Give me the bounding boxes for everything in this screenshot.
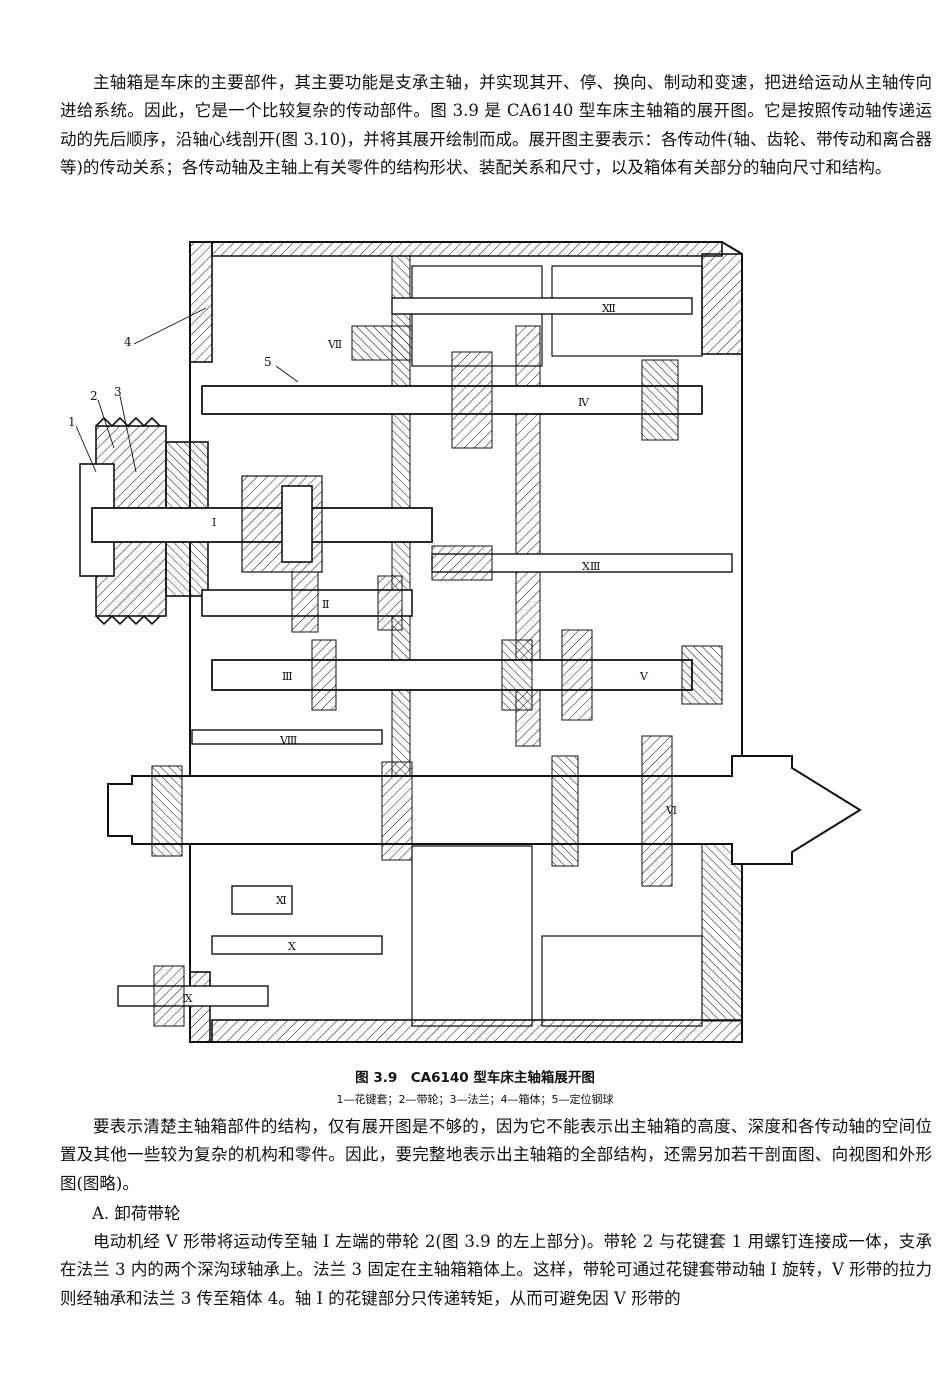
label-shaft-VIII: Ⅷ <box>279 734 297 747</box>
label-shaft-III: Ⅲ <box>282 670 293 683</box>
structure-paragraph: 要表示清楚主轴箱部件的结构，仅有展开图是不够的，因为它不能表示出主轴箱的高度、深… <box>60 1117 932 1193</box>
label-shaft-VI: Ⅵ <box>665 804 677 817</box>
label-part-3: 3 <box>114 385 122 399</box>
intro-paragraph: 主轴箱是车床的主要部件，其主要功能是支承主轴，并实现其开、停、换向、制动和变速，… <box>60 73 932 177</box>
label-part-4: 4 <box>124 335 132 349</box>
label-shaft-V: Ⅴ <box>639 670 649 683</box>
label-shaft-II: Ⅱ <box>322 598 329 611</box>
pulley-paragraph: 电动机经 V 形带将运动传至轴 Ⅰ 左端的带轮 2(图 3.9 的左上部分)。带… <box>60 1232 932 1308</box>
label-shaft-I: Ⅰ <box>212 516 216 529</box>
label-shaft-XI: Ⅺ <box>276 894 287 907</box>
label-shaft-VII: Ⅶ <box>327 338 342 351</box>
label-part-1: 1 <box>68 415 76 429</box>
figure-legend: 1—花键套；2—带轮；3—法兰；4—箱体；5—定位钢球 <box>336 1093 614 1106</box>
label-shaft-IV: Ⅳ <box>578 396 590 409</box>
label-shaft-XII: Ⅻ <box>602 302 616 315</box>
section-heading: A. 卸荷带轮 <box>92 1204 181 1223</box>
label-shaft-X: Ⅹ <box>288 940 296 953</box>
label-part-2: 2 <box>90 389 98 403</box>
label-shaft-XIII: ⅩⅢ <box>582 560 600 573</box>
headstock-expansion-drawing: 4 5 1 2 3 Ⅰ Ⅱ Ⅲ Ⅳ Ⅴ Ⅵ Ⅶ Ⅷ Ⅸ Ⅹ Ⅺ Ⅻ ⅩⅢ <box>68 241 862 1043</box>
label-part-5: 5 <box>264 355 272 369</box>
figure-caption: 图 3.9 CA6140 型车床主轴箱展开图 <box>355 1070 595 1086</box>
label-shaft-IX: Ⅸ <box>182 992 193 1005</box>
